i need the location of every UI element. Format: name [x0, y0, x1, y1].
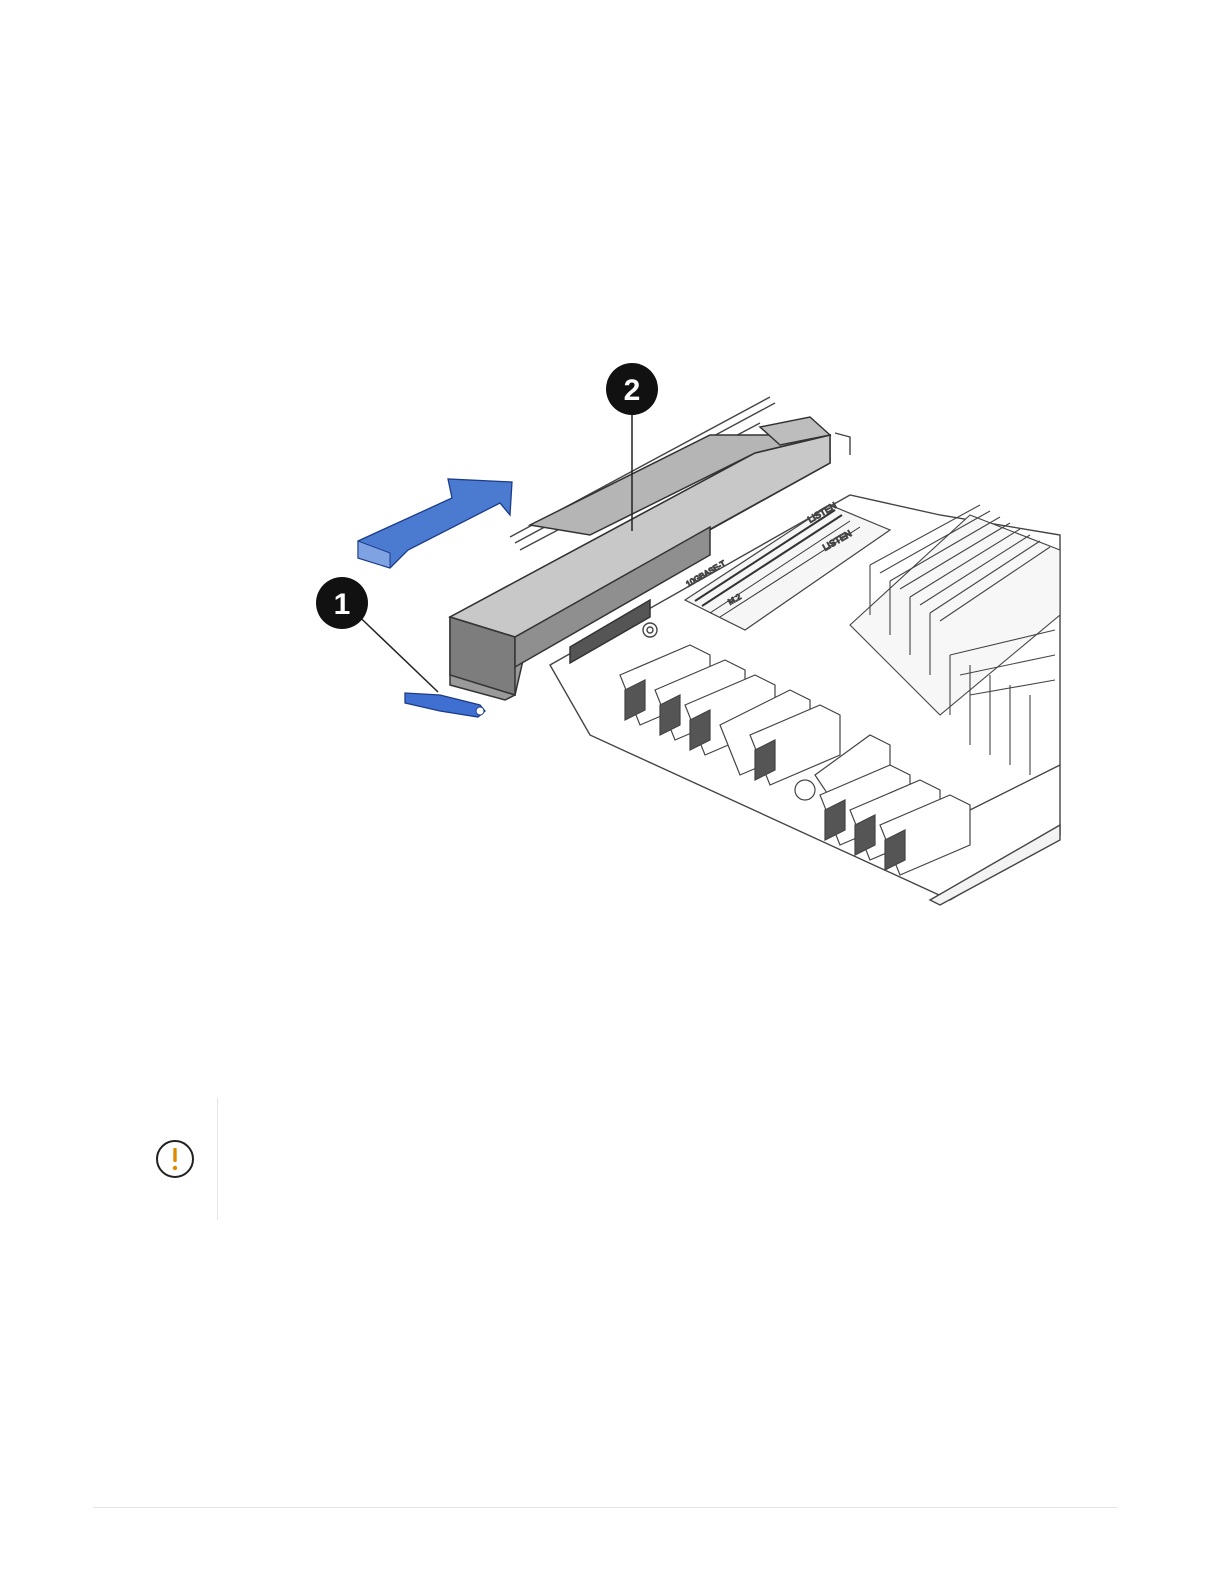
callout-1-label: 1: [334, 588, 351, 621]
callout-2: 2: [606, 363, 658, 415]
admonition-divider: [217, 1098, 218, 1220]
insert-direction-arrow: [358, 479, 512, 568]
warning-circle-icon: [154, 1138, 196, 1180]
footer-divider: [93, 1507, 1117, 1508]
callout-1: 1: [316, 577, 368, 629]
important-admonition: [130, 1098, 1090, 1220]
callout-2-label: 2: [624, 374, 641, 407]
controller-battery-figure: LISTEN LISTEN 10GBASE-T M.2: [290, 355, 1070, 915]
